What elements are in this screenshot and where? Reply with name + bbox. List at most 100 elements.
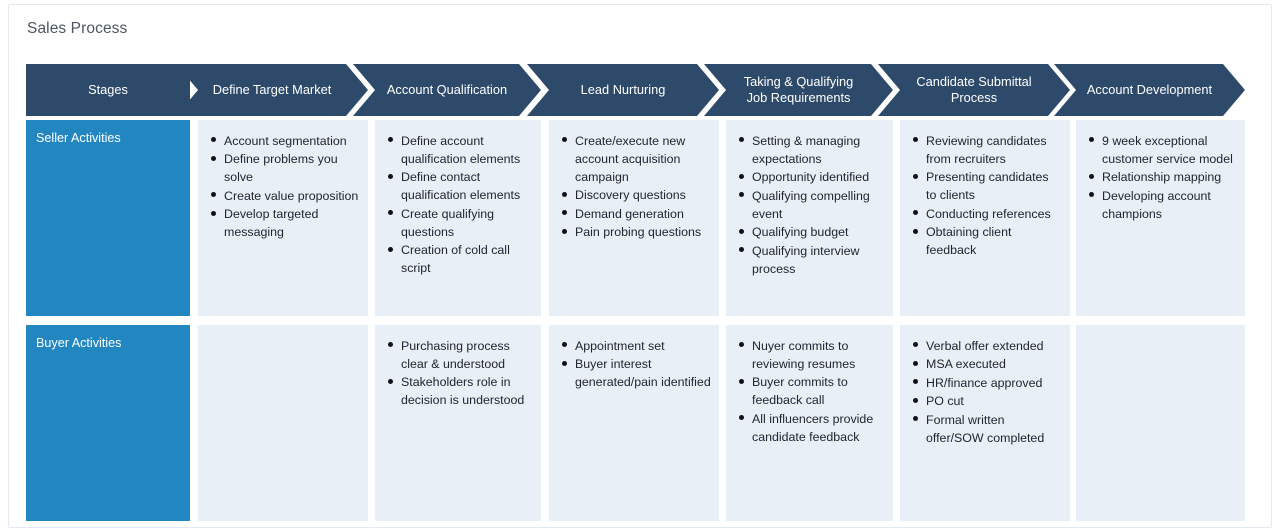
activity-list-item-text: Pain probing questions	[575, 225, 702, 240]
activity-list-item: Formal written offer/SOW completed	[913, 412, 1062, 448]
activity-list-item-text: 9 week exceptional customer service mode…	[1102, 134, 1233, 166]
activity-cell	[1076, 325, 1245, 521]
activity-list-item-text: Qualifying interview process	[752, 243, 860, 276]
bullet-icon	[913, 173, 918, 179]
bullet-icon	[739, 228, 744, 234]
activity-cell: Create/execute new account acquisition c…	[549, 120, 719, 316]
bullet-icon	[739, 173, 744, 179]
activity-list-item: Developing account champions	[1089, 188, 1237, 224]
activity-list-item-text: Define account qualification elements	[401, 134, 521, 166]
bullet-icon	[562, 191, 567, 197]
stage-chevron-1[interactable]: Define Target Market	[176, 64, 368, 116]
activity-list: Create/execute new account acquisition c…	[549, 120, 719, 242]
activity-list-item: 9 week exceptional customer service mode…	[1089, 133, 1237, 169]
activity-list-item-text: PO cut	[926, 394, 964, 409]
bullet-icon	[211, 192, 216, 198]
stage-chevron-label: Candidate Submittal Process	[916, 74, 1032, 105]
activity-list-item-text: Define contact qualification elements	[401, 170, 521, 203]
activity-list-item: Opportunity identified	[739, 169, 885, 187]
activity-list-item: Verbal offer extended	[913, 338, 1062, 356]
bullet-icon	[1089, 173, 1094, 179]
activity-list-item-text: Stakeholders role in decision is underst…	[401, 375, 525, 408]
activity-list-item-text: Purchasing process clear & understood	[401, 339, 510, 371]
activity-list-item: Reviewing candidates from recruiters	[913, 133, 1062, 169]
row-label-seller-text: Seller Activities	[36, 131, 121, 145]
activity-list-item: Qualifying budget	[739, 224, 885, 242]
row-label-buyer: Buyer Activities	[26, 325, 190, 521]
stage-chevron-label: Taking & Qualifying Job Requirements	[743, 74, 854, 105]
activity-list-item-text: Demand generation	[575, 206, 684, 221]
activity-cell: 9 week exceptional customer service mode…	[1076, 120, 1245, 316]
bullet-icon	[1089, 192, 1094, 198]
activity-list-item: Nuyer commits to reviewing resumes	[739, 338, 885, 374]
bullet-icon	[211, 210, 216, 216]
activity-list-item-text: Formal written offer/SOW completed	[926, 412, 1045, 445]
activity-list-item-text: Qualifying compelling event	[752, 188, 870, 221]
activity-list-item-text: Create qualifying questions	[401, 206, 494, 239]
activity-list-item: Create qualifying questions	[388, 206, 533, 242]
activity-list-item: Conducting references	[913, 206, 1062, 224]
activity-list-item: Define contact qualification elements	[388, 169, 533, 205]
bullet-icon	[739, 342, 744, 348]
bullet-icon	[388, 173, 393, 179]
bullet-icon	[562, 210, 567, 216]
stage-chevron-3[interactable]: Lead Nurturing	[527, 64, 719, 116]
bullet-icon	[913, 360, 918, 366]
bullet-icon	[913, 210, 918, 216]
bullet-icon	[388, 210, 393, 216]
stage-chevron-label: Account Development	[1086, 82, 1213, 97]
activity-list: 9 week exceptional customer service mode…	[1076, 120, 1245, 224]
activity-list-item-text: Buyer interest generated/pain identified	[575, 357, 711, 390]
stage-chevron-2[interactable]: Account Qualification	[353, 64, 541, 116]
activity-list-item: Stakeholders role in decision is underst…	[388, 374, 533, 410]
activity-list-item-text: HR/finance approved	[926, 375, 1043, 390]
activity-list-item-text: MSA executed	[926, 357, 1006, 372]
stages-header-cell: Stages	[26, 64, 190, 116]
bullet-icon	[913, 137, 918, 143]
activity-list-item: Demand generation	[562, 206, 711, 224]
activity-list-item-text: Develop targeted messaging	[224, 207, 319, 240]
bullet-icon	[388, 378, 393, 384]
activity-list-item-text: All influencers provide candidate feedba…	[752, 411, 874, 444]
activity-list-item: Presenting candidates to clients	[913, 169, 1062, 205]
activity-list-item: Create value proposition	[211, 188, 360, 206]
activity-list-item: Setting & managing expectations	[739, 133, 885, 169]
stage-chevron-4[interactable]: Taking & Qualifying Job Requirements	[704, 64, 893, 116]
activity-list-item: Pain probing questions	[562, 224, 711, 242]
activity-list-item-text: Define problems you solve	[224, 152, 338, 185]
bullet-icon	[211, 137, 216, 143]
row-label-buyer-text: Buyer Activities	[36, 336, 122, 350]
activity-list-item-text: Creation of cold call script	[401, 243, 510, 276]
stage-chevron-5[interactable]: Candidate Submittal Process	[878, 64, 1070, 116]
activity-list-item-text: Developing account champions	[1102, 188, 1211, 221]
activity-list-item-text: Relationship mapping	[1102, 170, 1222, 185]
activity-cell	[198, 325, 368, 521]
stage-chevron-label: Lead Nurturing	[580, 82, 666, 97]
activity-list-item-text: Buyer commits to feedback call	[752, 375, 848, 408]
activity-list-item-text: Verbal offer extended	[926, 339, 1044, 353]
stage-chevron-6[interactable]: Account Development	[1054, 64, 1245, 116]
activity-list-item-text: Nuyer commits to reviewing resumes	[752, 339, 856, 371]
activity-list-item: Creation of cold call script	[388, 242, 533, 278]
row-label-seller: Seller Activities	[26, 120, 190, 316]
activity-list-item: Purchasing process clear & understood	[388, 338, 533, 374]
bullet-icon	[562, 137, 567, 143]
activity-list-item-text: Account segmentation	[224, 134, 347, 148]
activity-list-item: Account segmentation	[211, 133, 360, 151]
bullet-icon	[1089, 137, 1094, 143]
activity-list-item: MSA executed	[913, 356, 1062, 374]
bullet-icon	[913, 379, 918, 385]
bullet-icon	[913, 342, 918, 348]
activity-list-item: Discovery questions	[562, 187, 711, 205]
activity-list-item-text: Qualifying budget	[752, 225, 849, 240]
